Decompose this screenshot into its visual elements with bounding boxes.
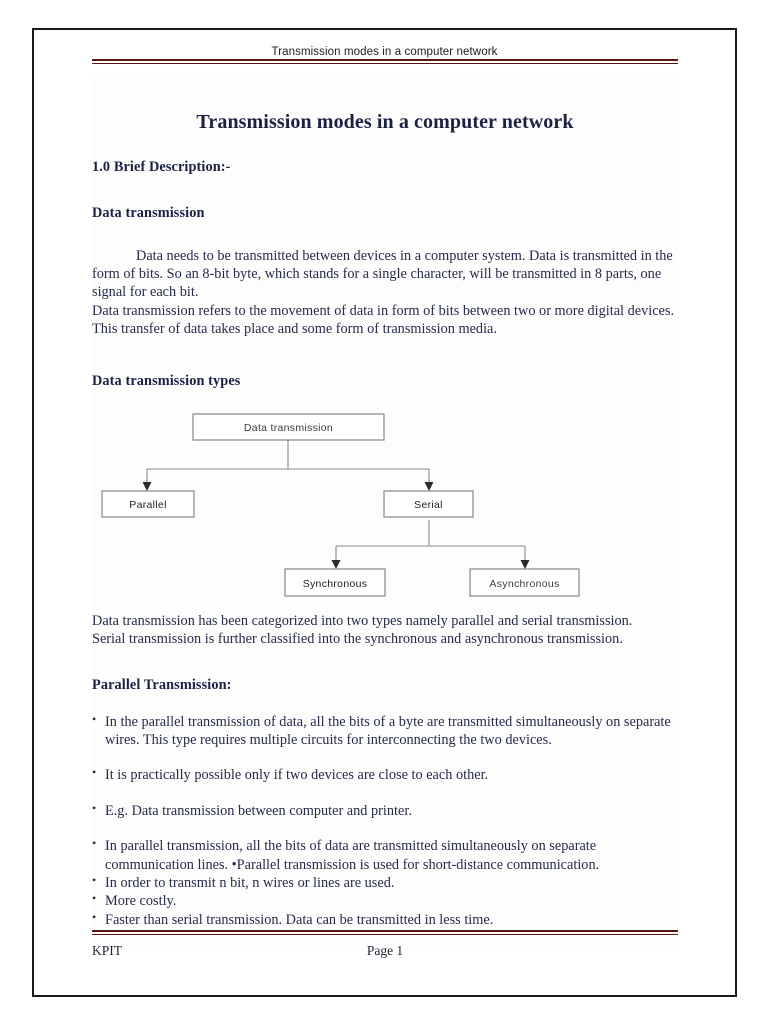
spacer xyxy=(92,338,684,372)
running-header-text: Transmission modes in a computer network xyxy=(271,46,498,58)
spacer xyxy=(92,648,684,676)
list-item: In the parallel transmission of data, al… xyxy=(92,712,684,750)
list-item: E.g. Data transmission between computer … xyxy=(92,801,684,820)
spacer xyxy=(92,391,684,407)
footer-divider-rule xyxy=(92,930,678,936)
footer-page-number: Page 1 xyxy=(366,943,404,958)
connector-serial-to-children xyxy=(331,519,530,569)
heading-data-transmission-types: Data transmission types xyxy=(92,373,241,390)
diagram-node-label-parallel: Parallel xyxy=(129,499,166,511)
spacer xyxy=(92,223,684,247)
connector-root-to-children xyxy=(142,439,434,491)
header-rule-thin xyxy=(92,63,678,64)
footer-left-text: KPIT xyxy=(92,943,122,958)
diagram-node-label-synchronous: Synchronous xyxy=(303,578,368,590)
diagram-node-parallel: Parallel xyxy=(101,490,195,518)
paragraph-data-transmission-1: Data needs to be transmitted between dev… xyxy=(92,247,673,301)
paragraph-after-diagram-2: Serial transmission is further classifie… xyxy=(92,631,623,648)
data-transmission-hierarchy-diagram: Data transmission Parallel Serial Synchr… xyxy=(92,407,684,612)
diagram-node-serial: Serial xyxy=(383,490,474,518)
document-footer: KPIT Page 1 xyxy=(92,943,678,961)
document-running-header: Transmission modes in a computer network xyxy=(34,42,735,60)
document-page: Transmission modes in a computer network… xyxy=(32,28,737,997)
arrow-head-parallel xyxy=(142,481,152,491)
diagram-node-label-asynchronous: Asynchronous xyxy=(489,578,559,590)
heading-data-transmission: Data transmission xyxy=(92,205,205,222)
paragraph-after-diagram-1: Data transmission has been categorized i… xyxy=(92,612,633,629)
spacer xyxy=(92,695,684,713)
list-item: More costly. xyxy=(92,891,684,910)
paragraph-data-transmission-3: This transfer of data takes place and so… xyxy=(92,321,497,338)
spacer xyxy=(92,176,684,204)
header-rule-thick xyxy=(92,59,678,61)
header-divider-rule xyxy=(92,59,678,65)
list-item: It is practically possible only if two d… xyxy=(92,765,684,784)
heading-parallel-transmission: Parallel Transmission: xyxy=(92,677,232,694)
page-title: Transmission modes in a computer network xyxy=(196,111,574,133)
list-item: In order to transmit n bit, n wires or l… xyxy=(92,873,684,892)
diagram-node-synchronous: Synchronous xyxy=(284,568,386,597)
list-item: Faster than serial transmission. Data ca… xyxy=(92,910,684,929)
arrow-head-synchronous xyxy=(331,559,341,569)
parallel-transmission-bullet-list: In the parallel transmission of data, al… xyxy=(92,712,684,929)
arrow-head-serial xyxy=(424,481,434,491)
footer-rule-thick xyxy=(92,930,678,932)
diagram-node-label-serial: Serial xyxy=(414,499,443,511)
diagram-node-label-root: Data transmission xyxy=(244,422,333,434)
arrow-head-asynchronous xyxy=(520,559,530,569)
list-item: In parallel transmission, all the bits o… xyxy=(92,836,684,874)
diagram-node-data-transmission: Data transmission xyxy=(192,413,385,441)
document-body: 1.0 Brief Description:- Data transmissio… xyxy=(92,158,684,929)
diagram-node-asynchronous: Asynchronous xyxy=(469,568,580,597)
paragraph-data-transmission-2: Data transmission refers to the movement… xyxy=(92,302,675,319)
footer-rule-thin xyxy=(92,934,678,935)
heading-brief-description: 1.0 Brief Description:- xyxy=(92,159,231,175)
